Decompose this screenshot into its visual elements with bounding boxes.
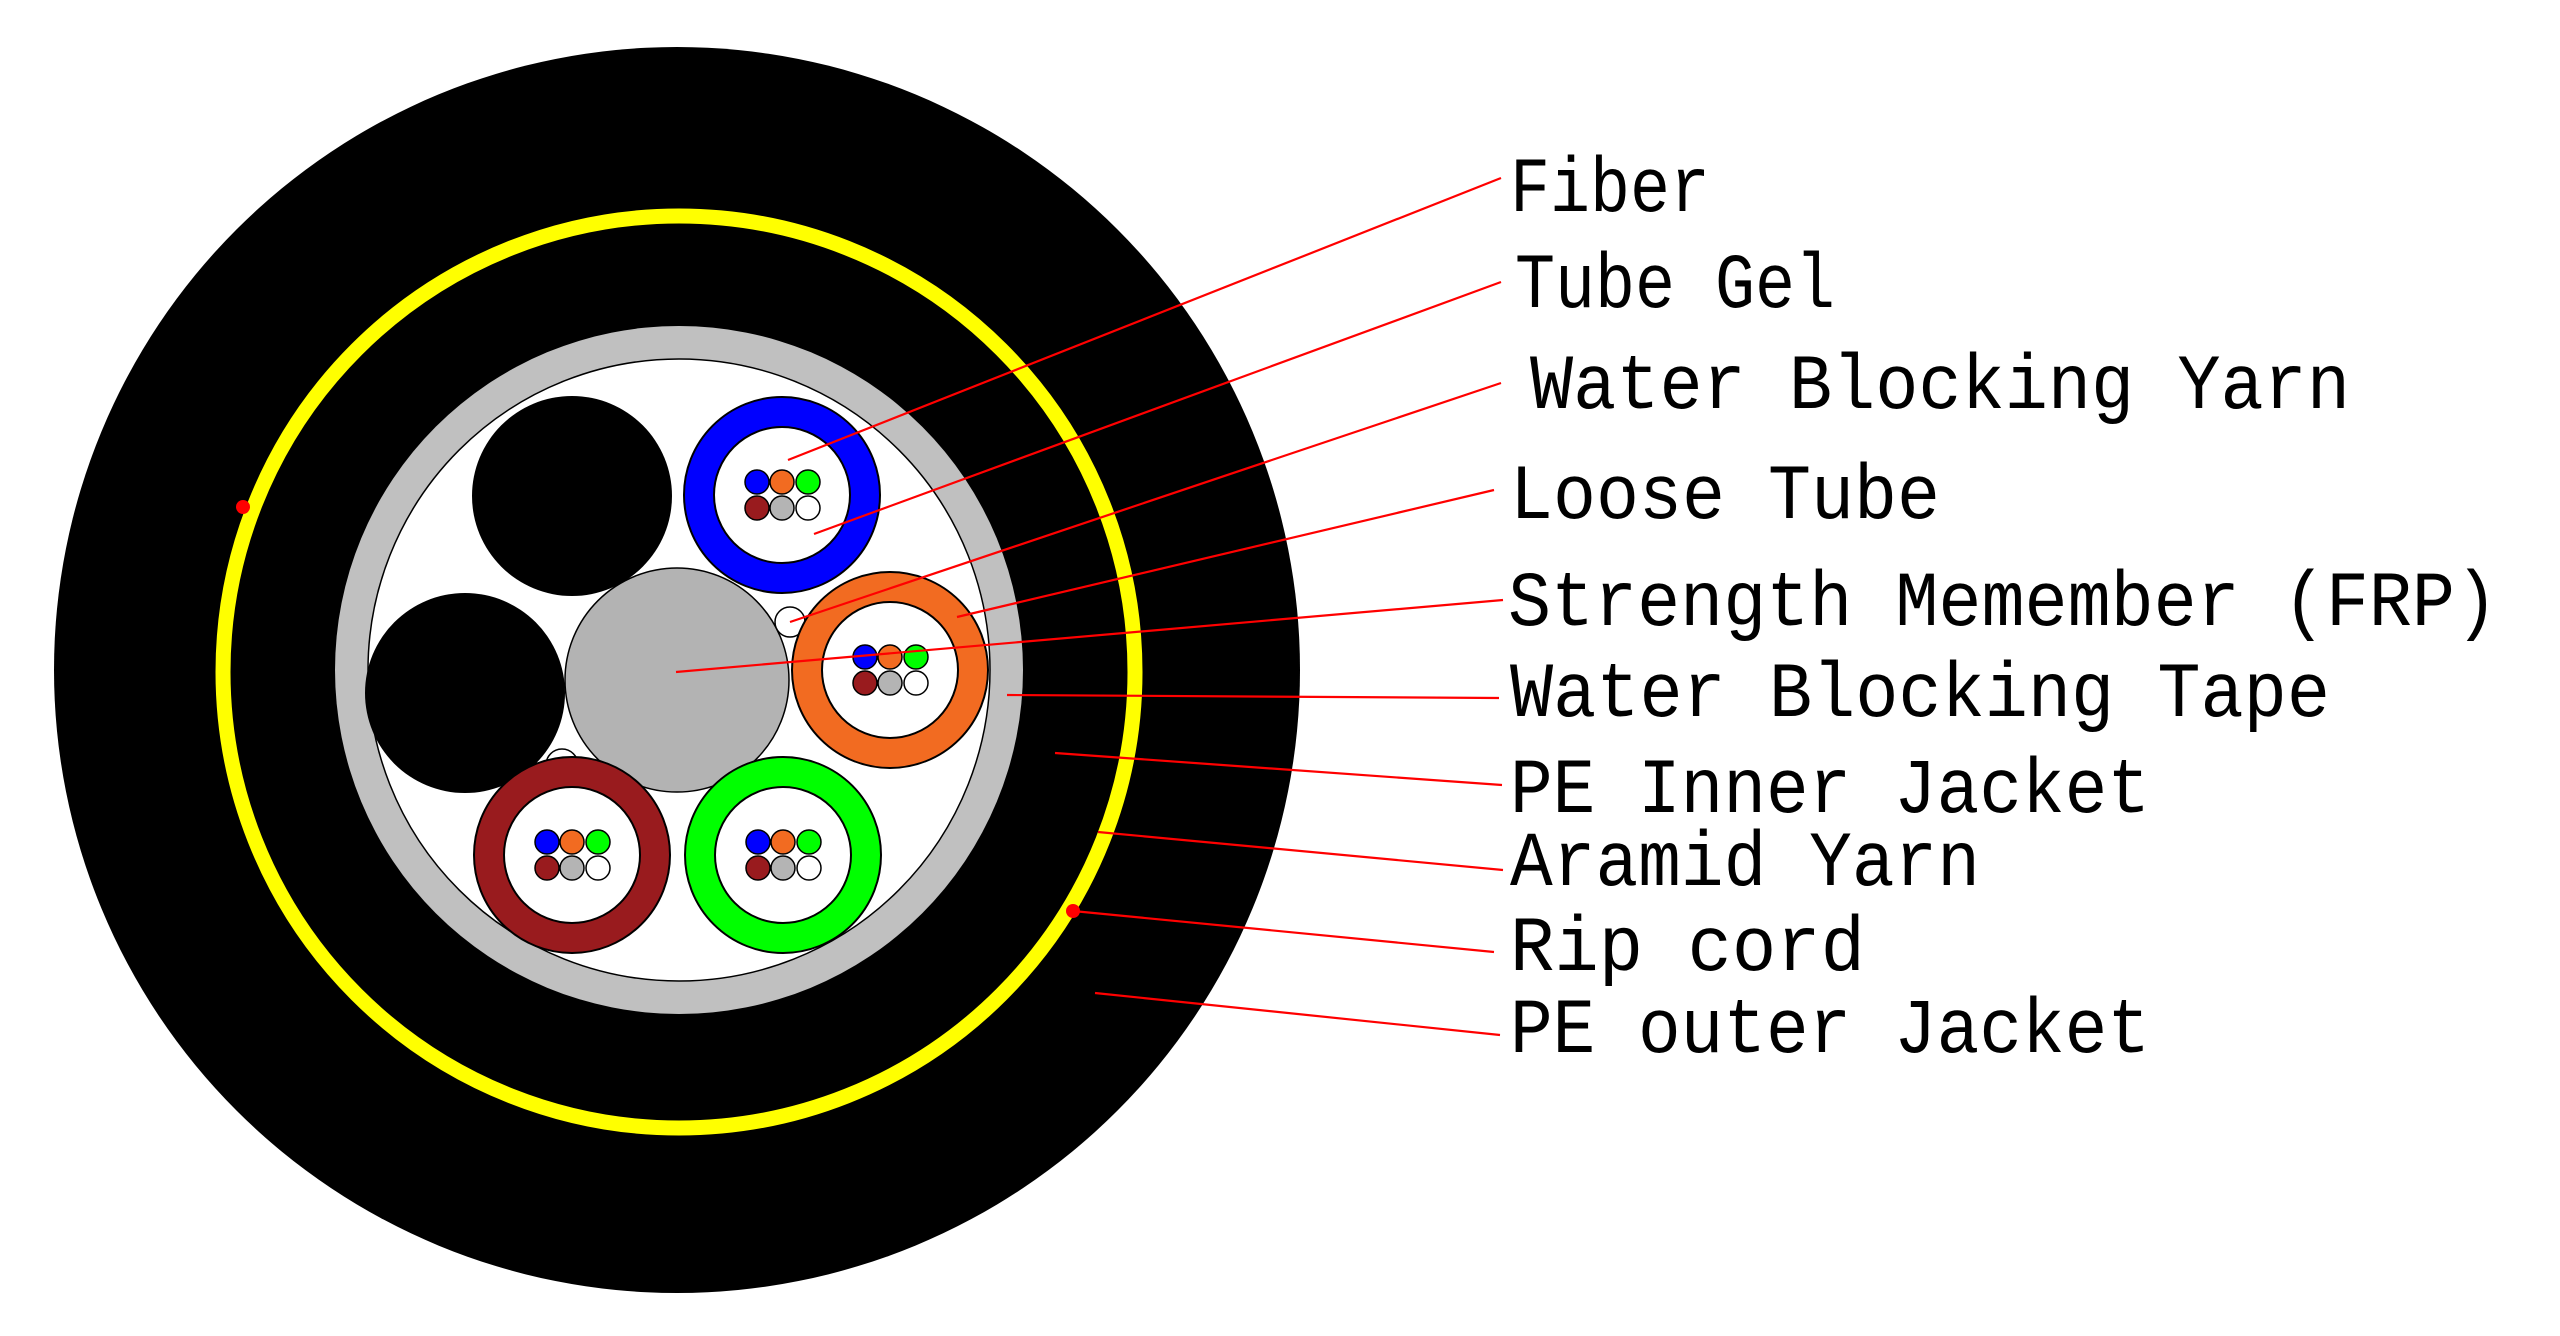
fiber — [534, 829, 560, 855]
fiber — [877, 670, 903, 696]
fiber — [559, 829, 585, 855]
fiber — [796, 829, 822, 855]
leader-line-pe-inner-jacket — [1054, 751, 1503, 787]
fiber — [903, 670, 929, 696]
fiber — [795, 469, 821, 495]
label-tube-gel: Tube Gel — [1515, 243, 1835, 331]
filler-rod — [472, 396, 672, 596]
fiber — [770, 855, 796, 881]
fiber — [744, 469, 770, 495]
leader-line-pe-outer-jacket — [1094, 991, 1501, 1037]
leader-line-rip-cord — [1072, 909, 1495, 954]
label-fiber: Fiber — [1510, 147, 1710, 235]
strength-member-frp — [564, 567, 790, 793]
fiber — [770, 829, 796, 855]
leader-line-tube-gel — [813, 280, 1502, 536]
label-strength-member: Strength Memember (FRP) — [1508, 561, 2498, 649]
tube-gel — [713, 426, 851, 564]
label-water-blocking-tape: Water Blocking Tape — [1510, 652, 2330, 740]
fiber — [534, 855, 560, 881]
label-pe-inner-jacket: PE Inner Jacket — [1510, 748, 2150, 836]
orange-tube — [791, 571, 989, 769]
loose-tubes-group — [473, 396, 989, 954]
brown-tube — [473, 756, 671, 954]
labels-group: Fiber Tube Gel Water Blocking Yarn Loose… — [1508, 147, 2498, 1076]
leader-line-fiber — [787, 176, 1502, 462]
leader-line-aramid-yarn — [1097, 830, 1504, 872]
leader-lines-group — [675, 176, 1504, 1037]
fiber — [769, 469, 795, 495]
aramid-yarn-ring — [215, 208, 1143, 1136]
leader-line-strength-member — [675, 598, 1504, 674]
fiber — [903, 644, 929, 670]
rip-cord-left — [236, 500, 250, 514]
fiber — [745, 829, 771, 855]
label-water-blocking-yarn: Water Blocking Yarn — [1530, 344, 2350, 432]
fiber — [796, 855, 822, 881]
leader-line-loose-tube — [956, 488, 1495, 619]
tube-gel — [714, 786, 852, 924]
fiber — [852, 670, 878, 696]
fiber — [585, 855, 611, 881]
fiber — [744, 495, 770, 521]
leader-line-water-blocking-yarn — [789, 381, 1502, 624]
fiber — [585, 829, 611, 855]
filler-rod — [365, 593, 565, 793]
fiber — [745, 855, 771, 881]
blue-tube — [683, 396, 881, 594]
label-rip-cord: Rip cord — [1510, 906, 1865, 994]
label-loose-tube: Loose Tube — [1510, 454, 1940, 542]
label-pe-outer-jacket: PE outer Jacket — [1510, 988, 2150, 1076]
fiber — [877, 644, 903, 670]
fiber — [559, 855, 585, 881]
fiber — [795, 495, 821, 521]
tube-gel — [821, 601, 959, 739]
label-aramid-yarn: Aramid Yarn — [1510, 821, 1980, 909]
tube-gel — [503, 786, 641, 924]
fiber — [769, 495, 795, 521]
leader-line-water-blocking-tape — [1006, 693, 1500, 700]
green-tube — [684, 756, 882, 954]
